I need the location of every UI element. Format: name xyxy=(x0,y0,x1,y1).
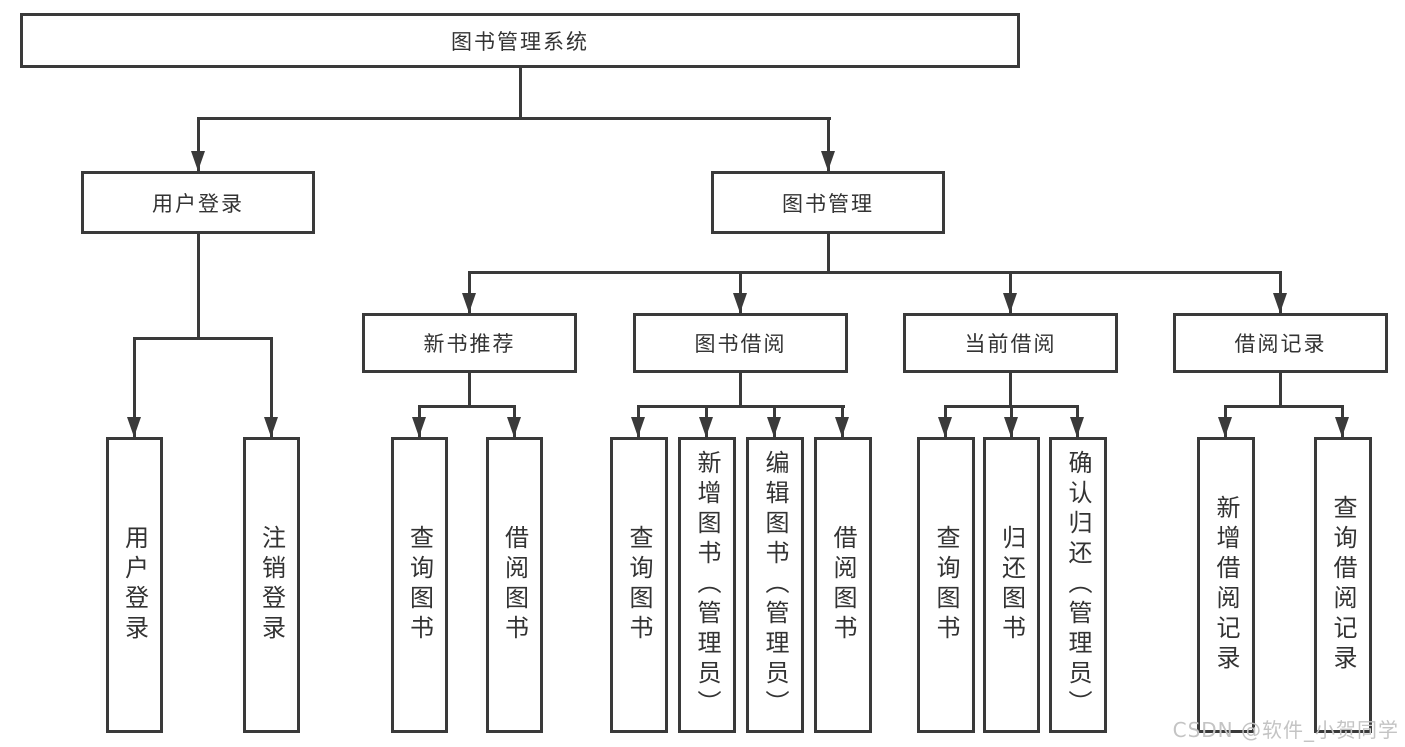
arrowhead-down-icon xyxy=(1273,293,1287,313)
leaf-label: 注销登录 xyxy=(257,525,286,645)
connector-line xyxy=(133,337,136,437)
connector-line xyxy=(637,405,845,408)
connector-line xyxy=(827,234,830,271)
node-library-system: 图书管理系统 xyxy=(20,13,1020,68)
leaf-query-books-recommend: 查询图书 xyxy=(391,437,448,733)
leaf-label: 新增图书（管理员） xyxy=(693,450,721,720)
leaf-label: 归还图书 xyxy=(997,525,1026,645)
leaf-label: 借阅图书 xyxy=(829,525,857,645)
leaf-label: 借阅图书 xyxy=(500,525,529,645)
leaf-label: 查询图书 xyxy=(405,525,434,645)
leaf-edit-books-admin: 编辑图书（管理员） xyxy=(746,437,804,733)
arrowhead-down-icon xyxy=(412,417,426,437)
arrowhead-down-icon xyxy=(1218,417,1232,437)
arrowhead-down-icon xyxy=(127,417,141,437)
connector-line xyxy=(739,373,742,407)
arrowhead-down-icon xyxy=(1335,417,1349,437)
arrowhead-down-icon xyxy=(264,417,278,437)
leaf-query-books-current: 查询图书 xyxy=(917,437,975,733)
leaf-logout: 注销登录 xyxy=(243,437,300,733)
connector-line xyxy=(468,271,471,313)
connector-line xyxy=(739,271,742,313)
connector-line xyxy=(133,337,273,340)
leaf-label: 新增借阅记录 xyxy=(1212,495,1240,675)
connector-line xyxy=(1224,405,1344,408)
connector-line xyxy=(468,271,1282,274)
connector-line xyxy=(1279,271,1282,313)
connector-line xyxy=(827,117,830,171)
arrowhead-down-icon xyxy=(1003,293,1017,313)
connector-line xyxy=(468,373,471,407)
node-current-borrow: 当前借阅 xyxy=(903,313,1118,373)
node-borrow-records: 借阅记录 xyxy=(1173,313,1388,373)
arrowhead-down-icon xyxy=(767,417,781,437)
arrowhead-down-icon xyxy=(733,293,747,313)
arrowhead-down-icon xyxy=(938,417,952,437)
leaf-query-borrow-record: 查询借阅记录 xyxy=(1314,437,1372,733)
leaf-add-books-admin: 新增图书（管理员） xyxy=(678,437,736,733)
connector-line xyxy=(197,117,200,171)
arrowhead-down-icon xyxy=(507,417,521,437)
leaf-label: 编辑图书（管理员） xyxy=(761,450,789,720)
arrowhead-down-icon xyxy=(462,293,476,313)
arrowhead-down-icon xyxy=(1070,417,1084,437)
connector-line xyxy=(1279,373,1282,407)
connector-line xyxy=(197,234,200,337)
node-book-borrow: 图书借阅 xyxy=(633,313,848,373)
leaf-query-books-borrow: 查询图书 xyxy=(610,437,668,733)
leaf-user-login: 用户登录 xyxy=(106,437,163,733)
arrowhead-down-icon xyxy=(699,417,713,437)
connector-line xyxy=(197,117,831,120)
csdn-watermark: CSDN @软件_小贺同学 xyxy=(1172,718,1399,742)
arrowhead-down-icon xyxy=(191,151,205,171)
leaf-borrow-books: 借阅图书 xyxy=(814,437,872,733)
connector-line xyxy=(270,337,273,437)
leaf-label: 查询图书 xyxy=(932,525,960,645)
arrowhead-down-icon xyxy=(835,417,849,437)
arrowhead-down-icon xyxy=(631,417,645,437)
arrowhead-down-icon xyxy=(821,151,835,171)
leaf-add-borrow-record: 新增借阅记录 xyxy=(1197,437,1255,733)
node-book-management: 图书管理 xyxy=(711,171,945,234)
leaf-return-books: 归还图书 xyxy=(983,437,1040,733)
leaf-label: 查询图书 xyxy=(625,525,653,645)
arrowhead-down-icon xyxy=(1004,417,1018,437)
leaf-label: 查询借阅记录 xyxy=(1329,495,1357,675)
connector-line xyxy=(519,68,522,118)
node-user-login: 用户登录 xyxy=(81,171,315,234)
leaf-borrow-books-recommend: 借阅图书 xyxy=(486,437,543,733)
node-new-book-recommend: 新书推荐 xyxy=(362,313,577,373)
leaf-label: 用户登录 xyxy=(120,525,149,645)
leaf-confirm-return-admin: 确认归还（管理员） xyxy=(1049,437,1107,733)
connector-line xyxy=(418,405,516,408)
connector-line xyxy=(1009,271,1012,313)
connector-line xyxy=(1009,373,1012,407)
leaf-label: 确认归还（管理员） xyxy=(1064,450,1092,720)
